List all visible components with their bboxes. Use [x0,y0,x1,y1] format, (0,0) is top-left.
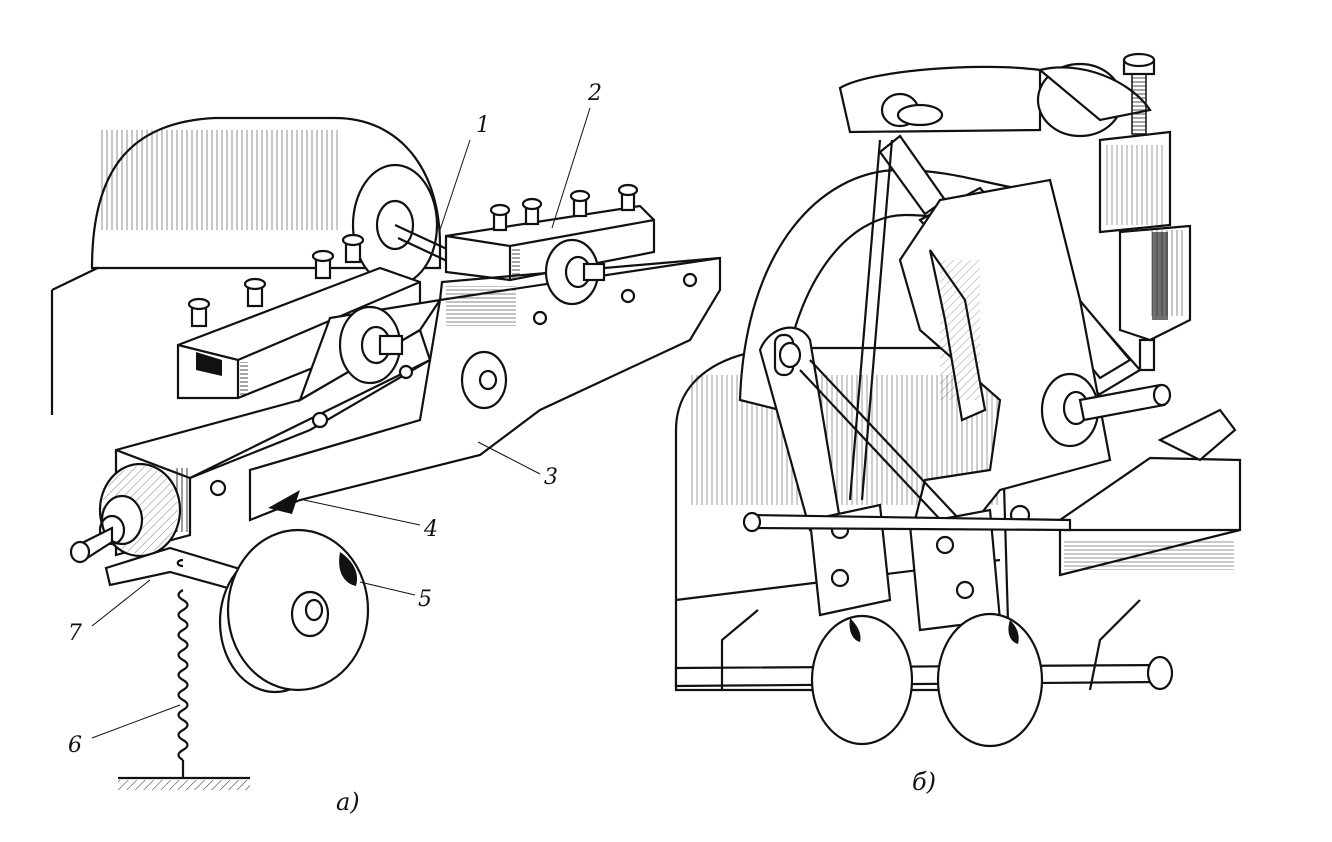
leader-3 [477,441,541,475]
cam-disc [218,528,370,694]
caption-a: a) [336,788,360,816]
knurled-wheel [69,462,182,564]
label-6: 6 [68,733,82,758]
leader-7 [91,579,151,627]
label-4: 4 [423,517,438,542]
leader-5 [359,581,416,596]
slide-block-right [444,204,656,282]
leader-4 [303,499,421,526]
label-5: 5 [418,587,432,612]
label-2: 2 [587,81,602,106]
slotted-link [758,326,961,532]
bolts-right [489,183,639,232]
pivot-nut-left [338,305,404,385]
panel-a-drawing [50,107,722,790]
label-7: 7 [68,621,82,646]
label-3: 3 [544,465,558,490]
part-labels: 1 2 3 4 5 6 7 a) б) [68,81,936,816]
caption-b: б) [912,768,936,796]
right-bracket [1157,408,1237,462]
main-plate-b [898,178,1172,542]
leader-2 [551,107,591,229]
vertical-slide [1098,130,1192,372]
leader-6 [91,704,181,739]
follower-roller [460,350,508,410]
pivot-nut-right [544,238,606,306]
leader-1 [439,139,471,231]
panel-b-drawing [674,52,1242,748]
drum-a [90,116,442,287]
base-plate-b [1058,456,1242,577]
adjusting-screw [1122,52,1156,135]
cam-pair [810,612,1044,748]
bolts-left [187,233,365,328]
label-1: 1 [476,113,490,138]
pointer-tip [268,490,300,514]
curved-arm [738,62,1152,412]
spring [118,558,250,790]
